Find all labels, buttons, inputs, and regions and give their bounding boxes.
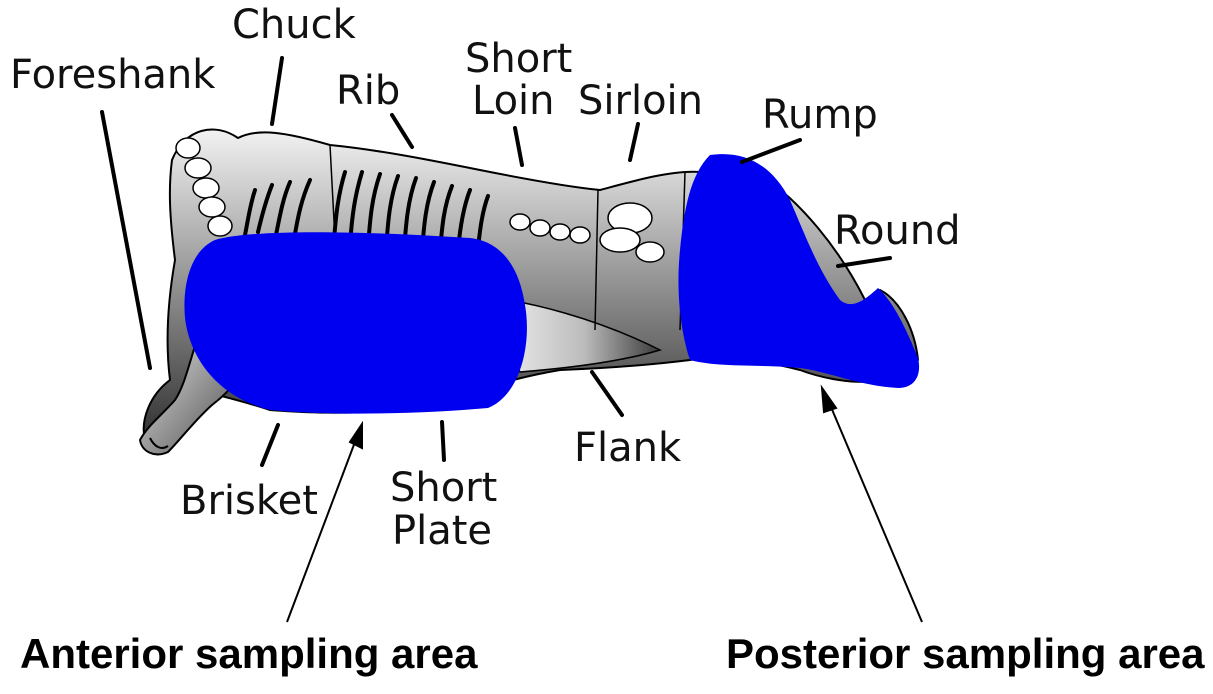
rump-leader bbox=[742, 140, 800, 162]
label-short-loin-2: Loin bbox=[472, 78, 555, 124]
anterior-sampling-label: Anterior sampling area bbox=[20, 630, 477, 678]
label-brisket: Brisket bbox=[180, 478, 318, 524]
short-plate-leader bbox=[442, 422, 444, 460]
label-foreshank: Foreshank bbox=[10, 52, 215, 98]
label-rib: Rib bbox=[336, 68, 400, 114]
posterior-sampling-label: Posterior sampling area bbox=[726, 630, 1205, 678]
round-leader bbox=[838, 258, 890, 266]
chuck-leader bbox=[272, 58, 282, 124]
rib-leader bbox=[392, 115, 412, 147]
label-flank: Flank bbox=[574, 425, 681, 471]
label-rump: Rump bbox=[762, 92, 878, 138]
posterior-sampling-region bbox=[678, 154, 919, 388]
label-sirloin: Sirloin bbox=[578, 78, 703, 124]
flank-leader bbox=[592, 372, 622, 415]
label-round: Round bbox=[834, 208, 961, 254]
foreshank-leader bbox=[102, 112, 150, 368]
posterior-arrow-line bbox=[828, 400, 922, 622]
label-chuck: Chuck bbox=[232, 2, 356, 48]
label-short-loin-1: Short bbox=[465, 36, 572, 82]
anterior-arrow-head bbox=[350, 424, 362, 448]
label-short-plate-2: Plate bbox=[392, 508, 492, 554]
anterior-sampling-region bbox=[184, 232, 526, 413]
short-loin-leader bbox=[515, 128, 522, 165]
sampling-arrows bbox=[287, 388, 922, 622]
posterior-arrow-head bbox=[822, 388, 836, 412]
label-short-plate-1: Short bbox=[390, 465, 497, 511]
brisket-leader bbox=[262, 425, 278, 465]
anterior-arrow-line bbox=[287, 434, 358, 622]
sirloin-leader bbox=[630, 124, 638, 160]
